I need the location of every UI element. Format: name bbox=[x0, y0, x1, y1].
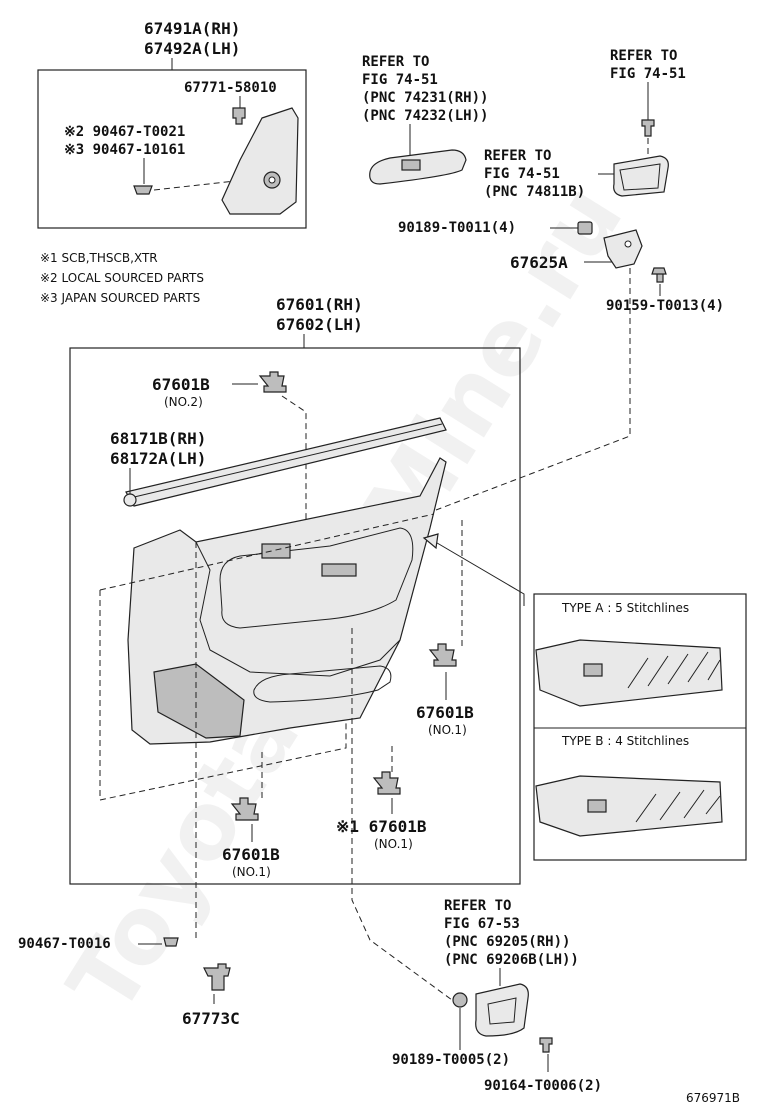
label-67601b-b: 67601B bbox=[222, 845, 280, 864]
label-type-b: TYPE B : 4 Stitchlines bbox=[561, 734, 689, 748]
refer-pocket-line2: FIG 74-51 bbox=[484, 166, 560, 182]
trim-detail-box bbox=[37, 69, 307, 229]
switch-button-icon bbox=[401, 159, 421, 171]
label-panel-lh: 67602(LH) bbox=[276, 315, 363, 334]
panel-detail-box bbox=[69, 347, 521, 885]
bracket-67625a bbox=[603, 229, 643, 269]
label-weather-rh: 68171B(RH) bbox=[110, 429, 206, 448]
nut-90189-t0005-icon bbox=[452, 992, 468, 1008]
type-b-armrest bbox=[535, 775, 723, 837]
label-panel-rh: 67601(RH) bbox=[276, 295, 363, 314]
label-no2: (NO.2) bbox=[164, 395, 203, 409]
clip-67771-icon bbox=[232, 107, 246, 125]
label-90164-t0006: 90164-T0006(2) bbox=[484, 1078, 602, 1094]
refer-top-line1: REFER TO bbox=[610, 48, 677, 64]
label-90159-t0013: 90159-T0013(4) bbox=[606, 298, 724, 314]
clip-no1-right-icon bbox=[428, 643, 457, 667]
refer-switch-line1: REFER TO bbox=[362, 54, 429, 70]
refer-switch-line3: (PNC 74231(RH)) bbox=[362, 90, 488, 106]
figure-id: 676971B bbox=[686, 1091, 740, 1105]
label-67601b-no2: 67601B bbox=[152, 375, 210, 394]
refer-handle-line2: FIG 67-53 bbox=[444, 916, 520, 932]
label-no1-b: (NO.1) bbox=[232, 865, 271, 879]
screw-90164-icon bbox=[539, 1037, 553, 1053]
nut-90189-icon bbox=[577, 221, 593, 235]
label-no1-a: (NO.1) bbox=[428, 723, 467, 737]
label-90467-t0016: 90467-T0016 bbox=[18, 936, 111, 952]
clip-90467-t0016-icon bbox=[163, 937, 179, 947]
clip-no1-center-icon bbox=[372, 771, 401, 795]
refer-handle-line1: REFER TO bbox=[444, 898, 511, 914]
refer-pocket-line3: (PNC 74811B) bbox=[484, 184, 585, 200]
refer-switch-line2: FIG 74-51 bbox=[362, 72, 438, 88]
clip-no1-left-icon bbox=[230, 797, 259, 821]
label-67625a: 67625A bbox=[510, 253, 568, 272]
label-67773c: 67773C bbox=[182, 1009, 240, 1028]
label-90467-t0021: ※2 90467-T0021 bbox=[64, 124, 185, 140]
type-a-armrest bbox=[535, 639, 723, 707]
label-weather-lh: 68172A(LH) bbox=[110, 449, 206, 468]
label-90467-10161: ※3 90467-10161 bbox=[64, 142, 185, 158]
refer-switch-line4: (PNC 74232(LH)) bbox=[362, 108, 488, 124]
label-type-a: TYPE A : 5 Stitchlines bbox=[561, 601, 689, 615]
refer-handle-line4: (PNC 69206B(LH)) bbox=[444, 952, 579, 968]
stitch-type-box bbox=[533, 593, 747, 861]
inside-door-handle bbox=[475, 983, 529, 1037]
refer-top-line2: FIG 74-51 bbox=[610, 66, 686, 82]
label-no1-c: (NO.1) bbox=[374, 837, 413, 851]
screw-top-icon bbox=[641, 119, 655, 137]
note-1: ※1 SCB,THSCB,XTR bbox=[40, 251, 158, 265]
label-90189-t0005: 90189-T0005(2) bbox=[392, 1052, 510, 1068]
pull-handle-bezel bbox=[321, 563, 357, 577]
note-3: ※3 JAPAN SOURCED PARTS bbox=[40, 291, 200, 305]
label-trim-rh: 67491A(RH) bbox=[144, 19, 240, 38]
inner-trim-piece bbox=[221, 107, 299, 215]
refer-pocket-line1: REFER TO bbox=[484, 148, 551, 164]
label-67601b-a: 67601B bbox=[416, 703, 474, 722]
note-2: ※2 LOCAL SOURCED PARTS bbox=[40, 271, 204, 285]
label-67771-58010: 67771-58010 bbox=[184, 80, 277, 96]
type-callout-pointer bbox=[431, 539, 525, 606]
clip-90467-icon bbox=[133, 185, 153, 195]
clip-67773c-icon bbox=[203, 963, 231, 991]
label-trim-lh: 67492A(LH) bbox=[144, 39, 240, 58]
door-pocket bbox=[613, 155, 669, 197]
switch-bezel bbox=[261, 543, 291, 559]
label-67601b-c: ※1 67601B bbox=[336, 817, 427, 836]
clip-no2-icon bbox=[258, 371, 287, 393]
screw-90159-icon bbox=[651, 267, 667, 283]
refer-handle-line3: (PNC 69205(RH)) bbox=[444, 934, 570, 950]
label-90189-t0011: 90189-T0011(4) bbox=[398, 220, 516, 236]
